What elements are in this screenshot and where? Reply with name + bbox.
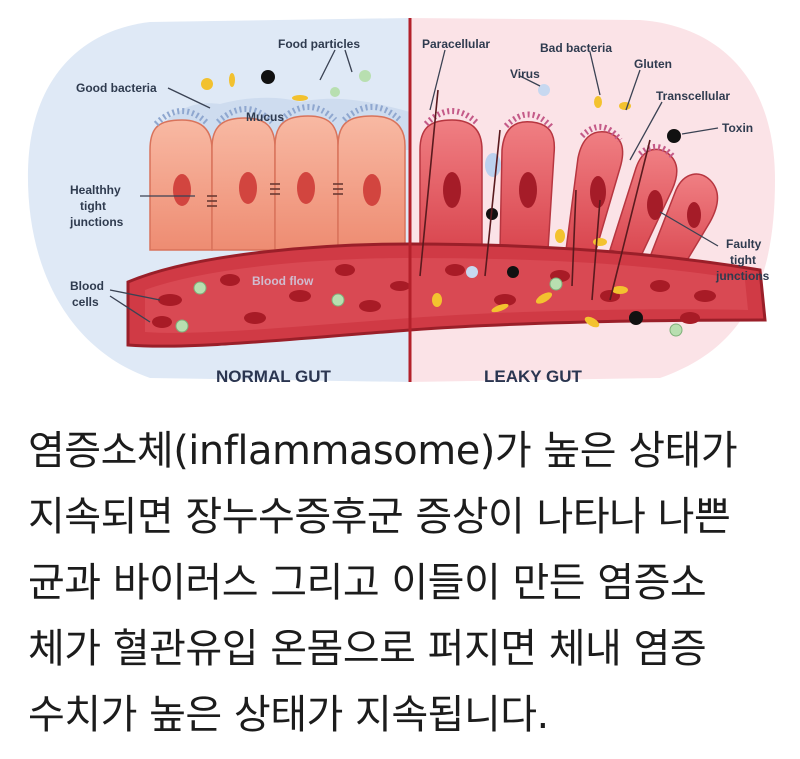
label-transcellular: Transcellular [656,89,730,103]
label-blood-flow: Blood flow [252,274,314,288]
caption-line-1: 염증소체(inflammasome)가 높은 상태가 [28,428,738,474]
label-faulty-tight-junctions: Faulty tight junctions [715,237,770,283]
label-food-particles: Food particles [278,37,360,51]
label-mucus: Mucus [246,110,284,124]
label-paracellular: Paracellular [422,37,490,51]
red-blood-cells [152,264,716,328]
section-title-normal-gut: NORMAL GUT [216,367,332,386]
gut-diagram: Food particles Good bacteria Mucus Healt… [27,18,775,386]
section-title-leaky-gut: LEAKY GUT [484,367,583,386]
normal-epithelial-cells [149,104,406,251]
white-blood-cells [175,277,683,337]
caption-line-5: 수치가 높은 상태가 지속됩니다. [28,692,549,738]
blood-vessel [126,242,767,348]
label-blood-cells: Blood cells [70,279,107,309]
caption-paragraph: 염증소체(inflammasome)가 높은 상태가 지속되면 장누수증후군 증… [28,418,780,748]
caption-line-2: 지속되면 장누수증후군 증상이 나타나 나쁜 [28,494,731,540]
caption-line-3: 균과 바이러스 그리고 이들이 만든 염증소 [28,560,707,606]
toxins-and-bacteria [201,70,681,328]
label-good-bacteria: Good bacteria [76,81,157,95]
label-virus: Virus [510,67,540,81]
leader-lines [109,49,719,323]
label-bad-bacteria: Bad bacteria [540,41,612,55]
caption-line-4: 체가 혈관유입 온몸으로 퍼지면 체내 염증 [28,626,707,672]
label-toxin: Toxin [722,121,753,135]
label-healthy-tight-junctions: Healthhy tight junctions [69,183,124,229]
label-gluten: Gluten [634,57,672,71]
leak-arrows [419,89,651,301]
leaky-epithelial-cells [419,108,719,273]
